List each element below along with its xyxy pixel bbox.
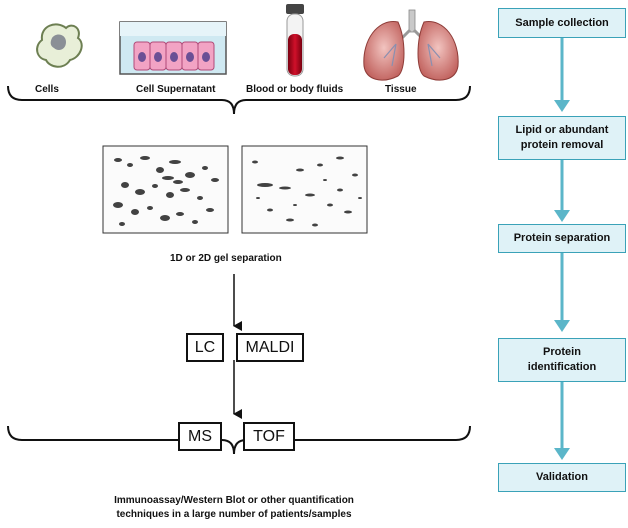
box-lc: LC <box>186 333 224 362</box>
gel-image-1d <box>102 145 229 234</box>
step-protein-separation: Protein separation <box>498 224 626 253</box>
validation-text-line1: Immunoassay/Western Blot or other quanti… <box>114 495 354 506</box>
gel-image-2d <box>241 145 368 234</box>
blood-tube-icon <box>286 4 304 77</box>
label-blood: Blood or body fluids <box>246 84 344 95</box>
box-tof: TOF <box>243 422 295 451</box>
step-lipid-removal: Lipid or abundant protein removal <box>498 116 626 160</box>
label-cells: Cells <box>35 84 59 95</box>
workflow-arrows <box>554 38 570 460</box>
box-ms: MS <box>178 422 222 451</box>
step-protein-identification: Protein identification <box>498 338 626 382</box>
top-bracket <box>7 85 471 115</box>
bottom-bracket <box>7 425 471 455</box>
box-maldi: MALDI <box>236 333 304 362</box>
cell-supernatant-icon <box>119 21 227 75</box>
step-sample-collection: Sample collection <box>498 8 626 38</box>
step-lipid-removal-line2: protein removal <box>520 139 604 151</box>
step-protein-identification-line1: Protein <box>543 346 581 358</box>
step-lipid-removal-line1: Lipid or abundant <box>515 124 609 136</box>
cell-icon <box>36 23 83 68</box>
label-tissue: Tissue <box>385 84 417 95</box>
label-gel-separation: 1D or 2D gel separation <box>170 253 282 264</box>
step-protein-identification-line2: identification <box>527 361 597 373</box>
label-cell-supernatant: Cell Supernatant <box>136 84 216 95</box>
lungs-icon <box>363 9 459 81</box>
validation-text-line2: techniques in a large number of patients… <box>116 509 352 520</box>
step-validation: Validation <box>498 463 626 492</box>
label-validation-techniques: Immunoassay/Western Blot or other quanti… <box>84 494 384 522</box>
